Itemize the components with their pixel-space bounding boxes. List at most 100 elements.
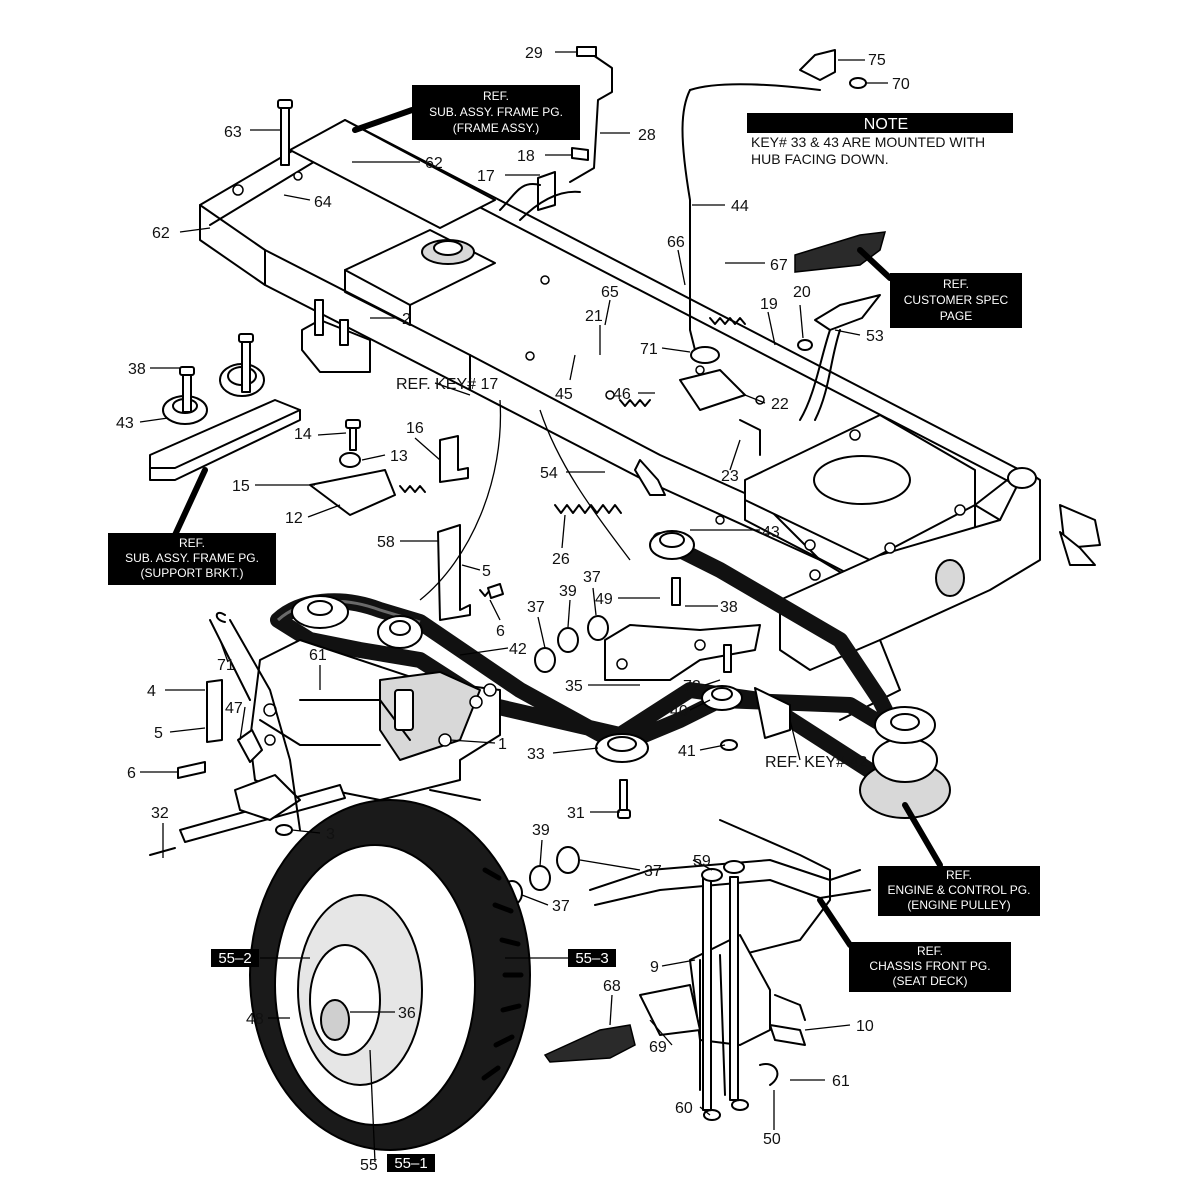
callout-12: 12 <box>285 510 303 527</box>
callout-13: 13 <box>390 448 408 465</box>
callout-21: 21 <box>585 308 603 325</box>
bracket-35 <box>604 624 791 739</box>
callout-19: 19 <box>760 296 778 313</box>
wheel-tag-55-1-text: 55–1 <box>394 1155 427 1172</box>
pulley-33 <box>595 733 649 763</box>
ref-box-customer-spec-line3: PAGE <box>940 309 972 323</box>
callout-62: 62 <box>425 155 443 172</box>
pulley-43-front <box>649 530 695 560</box>
callout-72: 72 <box>683 678 701 695</box>
main-frame <box>199 119 1101 721</box>
seat-deck-bracket <box>589 819 871 1121</box>
callout-61: 61 <box>309 647 327 664</box>
wheel-tag-55-3-text: 55–3 <box>575 950 608 967</box>
callout-68: 68 <box>603 978 621 995</box>
transaxle <box>149 639 501 856</box>
callout-37: 37 <box>583 569 601 586</box>
callout-36: 36 <box>398 1005 416 1022</box>
ref-box-frame-assy-line3: (FRAME ASSY.) <box>453 121 539 135</box>
callout-66: 66 <box>667 234 685 251</box>
callout-55: 55 <box>360 1157 378 1174</box>
ref-pointers <box>172 107 943 948</box>
callout-37: 37 <box>552 898 570 915</box>
callout-9: 9 <box>650 959 659 976</box>
ref-box-engine-pulley-line3: (ENGINE PULLEY) <box>907 898 1010 912</box>
note-line-1: KEY# 33 & 43 ARE MOUNTED WITH <box>751 134 985 150</box>
callout-5: 5 <box>154 725 163 742</box>
ref-box-support-brkt-line3: (SUPPORT BRKT.) <box>141 566 244 580</box>
callout-54: 54 <box>540 465 558 482</box>
ref-box-engine-pulley-line2: ENGINE & CONTROL PG. <box>888 883 1031 897</box>
wheel-tag-55-1: 55–1 <box>387 1154 435 1172</box>
pedal-pad-68 <box>543 1024 636 1063</box>
ref-box-seat-deck-line2: CHASSIS FRONT PG. <box>869 959 990 973</box>
wheel-tag-55-2-text: 55–2 <box>218 950 251 967</box>
linkage <box>149 46 887 831</box>
note-line-2: HUB FACING DOWN. <box>751 151 889 167</box>
ref-box-support-brkt: REF. SUB. ASSY. FRAME PG. (SUPPORT BRKT.… <box>108 533 276 585</box>
callout-32: 32 <box>151 805 169 822</box>
callout-numbers: 29 75 70 28 63 62 18 17 64 62 44 66 67 6… <box>116 45 910 1174</box>
ref-box-seat-deck-line3: (SEAT DECK) <box>893 974 968 988</box>
callout-39: 39 <box>532 822 550 839</box>
callout-38: 38 <box>128 361 146 378</box>
callout-4: 4 <box>147 683 156 700</box>
callout-59: 59 <box>693 853 711 870</box>
callout-65: 65 <box>601 284 619 301</box>
callout-23: 23 <box>721 468 739 485</box>
callout-67: 67 <box>770 257 788 274</box>
callout-43: 43 <box>762 524 780 541</box>
rear-wheel <box>249 799 531 1151</box>
callout-5: 5 <box>482 563 491 580</box>
callout-48: 48 <box>246 1011 264 1028</box>
callout-43: 43 <box>116 415 134 432</box>
callout-49: 49 <box>595 591 613 608</box>
leader-lines <box>139 51 888 1163</box>
callout-71: 71 <box>640 341 658 358</box>
pulleys <box>162 363 951 819</box>
callout-62: 62 <box>152 225 170 242</box>
note-header: NOTE <box>864 116 908 133</box>
ref-box-seat-deck: REF. CHASSIS FRONT PG. (SEAT DECK) <box>849 942 1011 992</box>
ref-box-frame-assy: REF. SUB. ASSY. FRAME PG. (FRAME ASSY.) <box>412 85 580 140</box>
note-block: NOTE KEY# 33 & 43 ARE MOUNTED WITH HUB F… <box>747 113 1013 167</box>
callout-75: 75 <box>868 52 886 69</box>
engine-pulley <box>859 706 951 819</box>
callout-63: 63 <box>224 124 242 141</box>
callout-29: 29 <box>525 45 543 62</box>
callout-20: 20 <box>793 284 811 301</box>
callout-10: 10 <box>856 1018 874 1035</box>
wheel-tag-55-3: 55–3 <box>568 949 616 967</box>
callout-47: 47 <box>225 700 243 717</box>
callout-71: 71 <box>217 657 235 674</box>
pulley-40 <box>701 685 743 711</box>
ref-box-support-brkt-line2: SUB. ASSY. FRAME PG. <box>125 551 259 565</box>
ref-key-17-label: REF. KEY# 17 <box>396 376 498 393</box>
ref-box-seat-deck-line1: REF. <box>917 944 943 958</box>
ref-box-engine-pulley-line1: REF. <box>946 868 972 882</box>
callout-61: 61 <box>832 1073 850 1090</box>
callout-16: 16 <box>406 420 424 437</box>
callout-1: 1 <box>498 736 507 753</box>
callout-39: 39 <box>559 583 577 600</box>
ref-box-frame-assy-line1: REF. <box>483 89 509 103</box>
callout-6: 6 <box>127 765 136 782</box>
callout-33: 33 <box>527 746 545 763</box>
callout-58: 58 <box>377 534 395 551</box>
callout-53: 53 <box>866 328 884 345</box>
callout-69: 69 <box>649 1039 667 1056</box>
callout-40: 40 <box>670 703 688 720</box>
ref-box-customer-spec-line2: CUSTOMER SPEC <box>904 293 1009 307</box>
ref-box-engine-pulley: REF. ENGINE & CONTROL PG. (ENGINE PULLEY… <box>878 866 1040 916</box>
callout-70: 70 <box>892 76 910 93</box>
ref-box-customer-spec-line1: REF. <box>943 277 969 291</box>
callout-18: 18 <box>517 148 535 165</box>
bolts <box>177 99 732 819</box>
callout-46: 46 <box>613 386 631 403</box>
callout-44: 44 <box>731 198 749 215</box>
callout-22: 22 <box>771 396 789 413</box>
ref-box-frame-assy-line2: SUB. ASSY. FRAME PG. <box>429 105 563 119</box>
wheel-tag-55-2: 55–2 <box>211 949 259 967</box>
callout-37: 37 <box>644 863 662 880</box>
